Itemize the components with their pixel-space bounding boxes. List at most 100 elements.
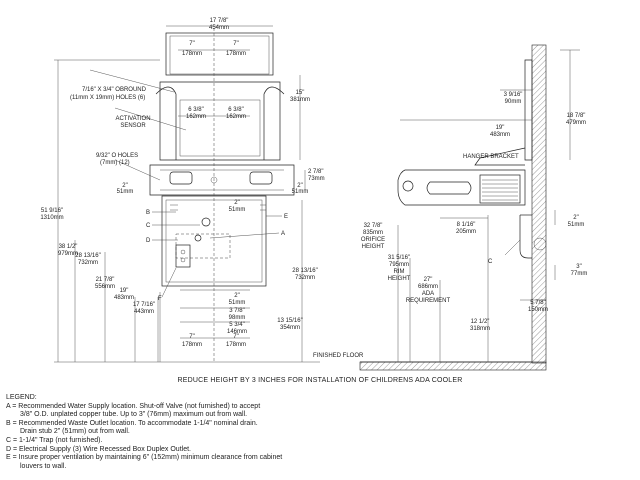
floor-section xyxy=(359,361,547,371)
svg-text:51mm: 51mm xyxy=(117,189,134,195)
legend-title: LEGEND: xyxy=(6,394,37,401)
svg-text:686mm: 686mm xyxy=(418,284,438,290)
label-finished-floor: FINISHED FLOOR xyxy=(313,353,364,359)
callout-b: B xyxy=(146,210,150,216)
installation-drawing: 17 7/8" 454mm 7" 178mm 7" 178mm 7/16" X … xyxy=(40,18,587,371)
trap-icon xyxy=(519,215,532,259)
svg-text:51mm: 51mm xyxy=(229,300,246,306)
svg-text:28 13/16": 28 13/16" xyxy=(75,253,101,259)
svg-text:2": 2" xyxy=(234,293,239,299)
svg-text:178mm: 178mm xyxy=(182,51,202,57)
svg-text:31 5/16": 31 5/16" xyxy=(388,255,410,261)
svg-text:18 7/8": 18 7/8" xyxy=(567,113,586,119)
svg-text:SENSOR: SENSOR xyxy=(120,123,146,129)
legend-item-a-cont: 3/8" O.D. unplated copper tube. Up to 3"… xyxy=(20,411,248,419)
svg-text:19": 19" xyxy=(496,125,505,131)
svg-text:19": 19" xyxy=(120,288,129,294)
back-panel xyxy=(159,81,281,161)
legend-item-e: E = Insure proper ventilation by maintai… xyxy=(6,454,283,462)
svg-text:318mm: 318mm xyxy=(470,326,490,332)
legend-item-b-cont: Drain stub 2" (51mm) out from wall. xyxy=(20,428,130,436)
svg-text:162mm: 162mm xyxy=(226,114,246,120)
svg-text:381mm: 381mm xyxy=(290,97,310,103)
svg-text:1310mm: 1310mm xyxy=(40,215,63,221)
louvers xyxy=(479,174,521,204)
svg-text:RIM: RIM xyxy=(394,269,405,275)
svg-text:5 7/8": 5 7/8" xyxy=(530,300,545,306)
svg-text:3": 3" xyxy=(576,264,581,270)
front-view xyxy=(54,25,320,363)
svg-text:146mm: 146mm xyxy=(227,329,247,335)
water-supply-icon xyxy=(194,234,202,242)
svg-text:979mm: 979mm xyxy=(58,251,78,257)
note-activation-sensor: ACTIVATION xyxy=(115,116,150,122)
label-hanger-bracket: HANGER BRACKET xyxy=(463,154,519,160)
svg-text:483mm: 483mm xyxy=(114,295,134,301)
svg-text:7": 7" xyxy=(189,334,194,340)
svg-text:28 13/16": 28 13/16" xyxy=(292,268,318,274)
svg-text:51mm: 51mm xyxy=(229,207,246,213)
svg-text:162mm: 162mm xyxy=(186,114,206,120)
callout-f: F xyxy=(158,296,162,302)
fountain-body xyxy=(149,164,295,196)
svg-text:150mm: 150mm xyxy=(528,307,548,313)
svg-text:732mm: 732mm xyxy=(78,260,98,266)
svg-text:454mm: 454mm xyxy=(209,25,229,31)
svg-text:7": 7" xyxy=(233,334,238,340)
svg-text:90mm: 90mm xyxy=(505,99,522,105)
bubbler-side-icon xyxy=(402,180,414,192)
legend-item-c: C = 1-1/4" Trap (not furnished). xyxy=(6,436,103,444)
upper-frame xyxy=(165,32,274,76)
svg-text:98mm: 98mm xyxy=(229,315,246,321)
legend-item-b: B = Recommended Waste Outlet location. T… xyxy=(6,419,258,427)
svg-text:7": 7" xyxy=(189,41,194,47)
svg-text:732mm: 732mm xyxy=(295,275,315,281)
svg-text:3 9/16": 3 9/16" xyxy=(504,92,523,98)
svg-text:2": 2" xyxy=(573,215,578,221)
dim-overall-width: 17 7/8" xyxy=(210,18,229,24)
legend-item-e-cont: louvers to wall. xyxy=(20,462,67,470)
svg-text:21 7/8": 21 7/8" xyxy=(96,277,115,283)
svg-text:2": 2" xyxy=(122,183,127,189)
svg-text:2": 2" xyxy=(234,200,239,206)
callout-c: C xyxy=(146,223,151,229)
side-dimension-labels: 3 9/16" 90mm 18 7/8" 479mm 19" 483mm HAN… xyxy=(313,92,587,359)
svg-text:12 1/2": 12 1/2" xyxy=(471,319,490,325)
svg-text:6 3/8": 6 3/8" xyxy=(228,107,243,113)
svg-text:835mm: 835mm xyxy=(363,230,383,236)
note-o-holes: 9/32" O HOLES xyxy=(96,153,138,159)
svg-text:795mm: 795mm xyxy=(389,262,409,268)
svg-text:17 7/16": 17 7/16" xyxy=(133,302,155,308)
svg-text:13 15/16": 13 15/16" xyxy=(277,318,303,324)
svg-text:7": 7" xyxy=(233,41,238,47)
svg-text:(11mm X 19mm) HOLES (6): (11mm X 19mm) HOLES (6) xyxy=(70,95,145,101)
svg-text:556mm: 556mm xyxy=(95,284,115,290)
svg-text:ADA: ADA xyxy=(422,291,434,297)
side-callout-c: C xyxy=(488,259,493,265)
svg-text:2 7/8": 2 7/8" xyxy=(308,169,323,175)
waste-outlet-icon xyxy=(201,217,211,227)
svg-text:8 1/16": 8 1/16" xyxy=(457,222,476,228)
side-view xyxy=(359,44,580,371)
svg-text:REQUIREMENT: REQUIREMENT xyxy=(406,298,451,304)
svg-text:(7mm) (12): (7mm) (12) xyxy=(100,160,130,166)
front-dimension-labels: 17 7/8" 454mm 7" 178mm 7" 178mm 7/16" X … xyxy=(40,18,324,348)
callout-a: A xyxy=(281,231,285,237)
svg-text:205mm: 205mm xyxy=(456,229,476,235)
svg-text:32 7/8": 32 7/8" xyxy=(364,223,383,229)
svg-text:5 3/4": 5 3/4" xyxy=(229,322,244,328)
svg-text:51mm: 51mm xyxy=(292,189,309,195)
svg-text:354mm: 354mm xyxy=(280,325,300,331)
svg-text:HEIGHT: HEIGHT xyxy=(388,276,411,282)
svg-text:178mm: 178mm xyxy=(182,342,202,348)
svg-text:2": 2" xyxy=(297,183,302,189)
svg-text:6 3/8": 6 3/8" xyxy=(188,107,203,113)
svg-text:51mm: 51mm xyxy=(568,222,585,228)
svg-text:3 7/8": 3 7/8" xyxy=(229,308,244,314)
wall-section xyxy=(531,44,547,364)
svg-text:38 1/2": 38 1/2" xyxy=(59,244,78,250)
callout-e: E xyxy=(284,214,288,220)
svg-text:ORIFICE: ORIFICE xyxy=(361,237,385,243)
note-obround-holes: 7/16" X 3/4" OBROUND xyxy=(82,87,147,93)
svg-text:443mm: 443mm xyxy=(134,309,154,315)
